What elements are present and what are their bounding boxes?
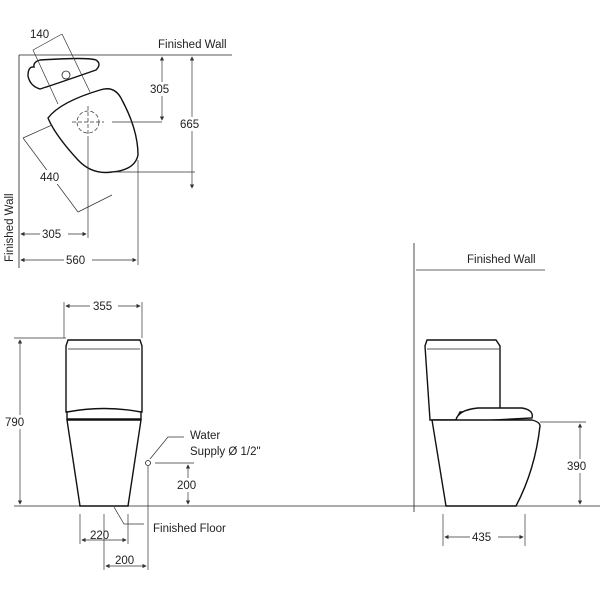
- side-cistern: [424, 339, 501, 421]
- dim-height: 790: [5, 417, 24, 429]
- front-bowl: [66, 419, 142, 507]
- dim-base-depth: 435: [472, 532, 491, 544]
- front-seat: [66, 407, 142, 420]
- dim-tank-width: 355: [93, 301, 112, 313]
- dim-supply-offset: 200: [115, 555, 134, 567]
- front-cistern: [65, 339, 143, 413]
- water-supply-label-1: Water: [190, 430, 220, 442]
- plan-cistern: [27, 57, 100, 90]
- water-supply-point: [145, 460, 151, 466]
- plan-tap-hole: [61, 70, 71, 80]
- finished-floor-label: Finished Floor: [153, 523, 226, 535]
- dim-supply-height: 200: [177, 480, 196, 492]
- finished-wall-label-side-view: Finished Wall: [467, 254, 536, 266]
- side-bowl: [431, 419, 541, 507]
- dim-overall-width: 560: [66, 255, 85, 267]
- dim-wall-to-outlet: 305: [150, 84, 169, 96]
- finished-wall-label-side: Finished Wall: [4, 193, 16, 262]
- side-seat: [455, 407, 533, 423]
- dim-tank-depth: 140: [30, 29, 49, 41]
- finished-wall-label-top: Finished Wall: [158, 39, 227, 51]
- dim-side-wall-to-outlet: 305: [42, 229, 61, 241]
- dim-bowl-width: 440: [40, 172, 59, 184]
- dim-base-width: 220: [90, 530, 109, 542]
- plan-bowl: [47, 88, 139, 174]
- dim-seat-height: 390: [567, 461, 586, 473]
- side-view: Finished Wall 390 435: [413, 243, 594, 546]
- water-supply-label-2: Supply Ø 1/2": [190, 446, 261, 458]
- plan-view: Finished Wall Finished Wall 305 665 140 …: [4, 29, 232, 268]
- front-view: 355 790 Water Supply Ø 1/2" 200 Finished…: [4, 299, 261, 570]
- dim-overall-depth: 665: [180, 119, 199, 131]
